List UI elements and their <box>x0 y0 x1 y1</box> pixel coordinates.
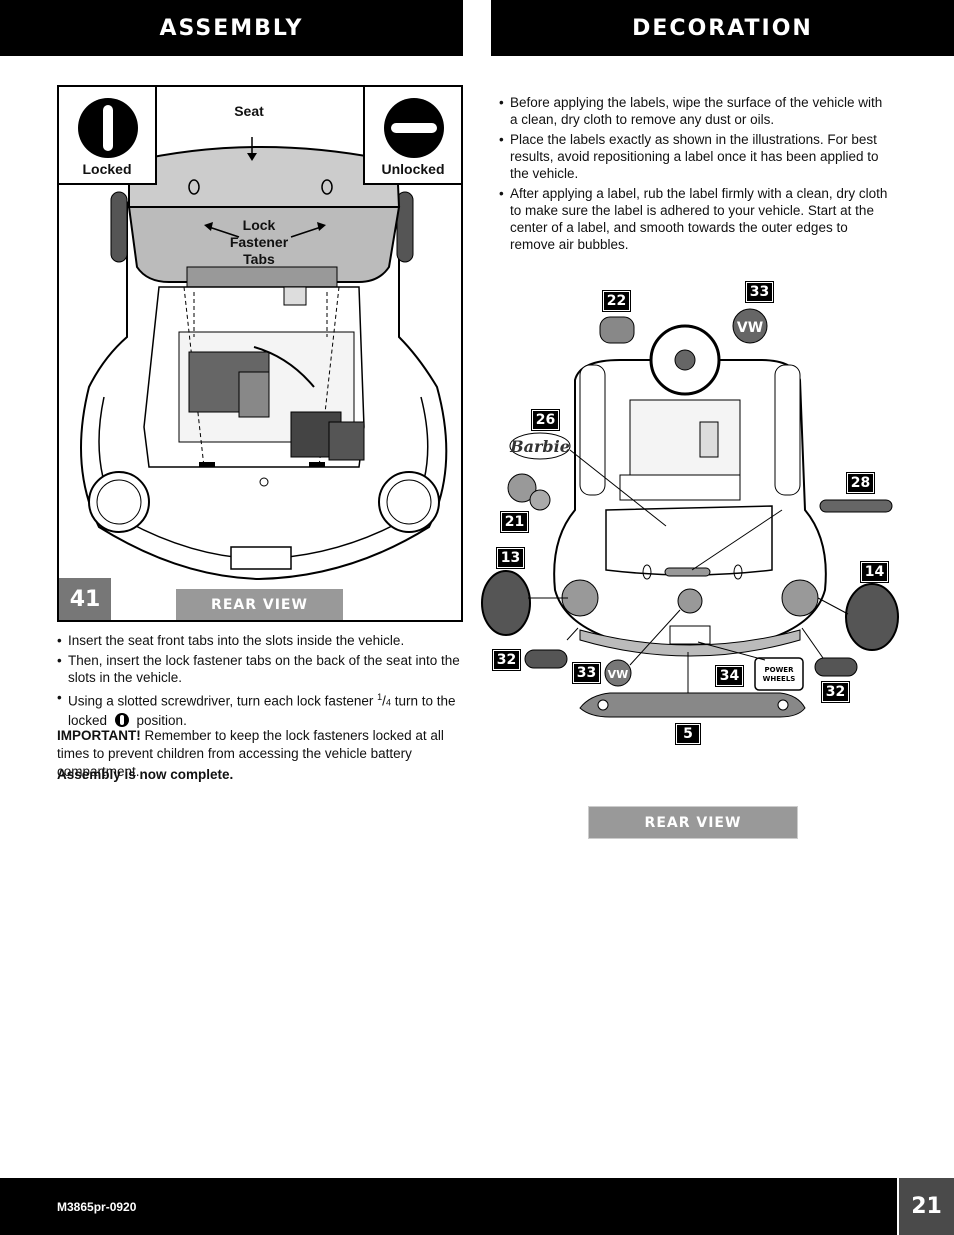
svg-text:WHEELS: WHEELS <box>763 675 796 683</box>
figure-41: Locked Unlocked Seat Lock Fastener Tabs … <box>57 85 463 622</box>
important-note: IMPORTANT! Remember to keep the lock fas… <box>57 728 444 779</box>
label-13: 13 <box>496 547 525 569</box>
svg-text:VW: VW <box>737 320 763 336</box>
list-item: After applying a label, rub the label fi… <box>499 185 889 253</box>
locked-icon <box>114 712 129 727</box>
barbie-logo-text: Barbie <box>509 437 570 456</box>
assembly-header: ASSEMBLY <box>0 0 463 56</box>
seat-label: Seat <box>234 103 264 119</box>
list-item: Then, insert the lock fastener tabs on t… <box>57 652 463 686</box>
label-34: 34 <box>715 665 744 687</box>
label-26: 26 <box>531 409 560 431</box>
locked-label: Locked <box>82 161 132 177</box>
label-28: 28 <box>846 472 875 494</box>
locked-icon <box>78 98 138 158</box>
label-32-right: 32 <box>821 681 850 703</box>
locked-indicator: Locked <box>59 87 157 185</box>
lock-fastener-tabs-label: Lock Fastener Tabs <box>229 217 289 267</box>
decoration-header: DECORATION <box>491 0 954 56</box>
list-item: Using a slotted screwdriver, turn each l… <box>57 689 463 729</box>
label-33-front: 33 <box>572 662 601 684</box>
list-item: Before applying the labels, wipe the sur… <box>499 94 889 128</box>
decoration-diagram: VW Barbie VW POWER WHEELS <box>481 308 899 718</box>
manual-code: M3865pr-0920 <box>57 1200 137 1214</box>
unlocked-icon <box>384 98 444 158</box>
assembly-instructions: Insert the seat front tabs into the slot… <box>57 632 463 732</box>
figure-number: 41 <box>59 578 111 620</box>
label-32: 32 <box>492 649 521 671</box>
label-14: 14 <box>860 561 889 583</box>
list-item: Insert the seat front tabs into the slot… <box>57 632 463 649</box>
label-22: 22 <box>602 290 631 312</box>
footer: M3865pr-0920 <box>0 1178 897 1235</box>
list-item: Place the labels exactly as shown in the… <box>499 131 889 182</box>
rear-view-label-decoration: REAR VIEW <box>588 806 798 839</box>
unlocked-indicator: Unlocked <box>363 87 461 185</box>
svg-text:VW: VW <box>608 668 629 681</box>
power-wheels-logo-text: POWER <box>765 666 795 674</box>
assembly-complete: Assembly is now complete. <box>57 767 234 782</box>
label-5: 5 <box>675 723 701 745</box>
unlocked-label: Unlocked <box>381 161 445 177</box>
page-number: 21 <box>899 1178 954 1235</box>
label-33: 33 <box>745 281 774 303</box>
rear-view-label: REAR VIEW <box>176 589 343 620</box>
decoration-instructions: Before applying the labels, wipe the sur… <box>499 94 889 256</box>
car-rear-illustration <box>80 137 448 581</box>
label-21: 21 <box>500 511 529 533</box>
